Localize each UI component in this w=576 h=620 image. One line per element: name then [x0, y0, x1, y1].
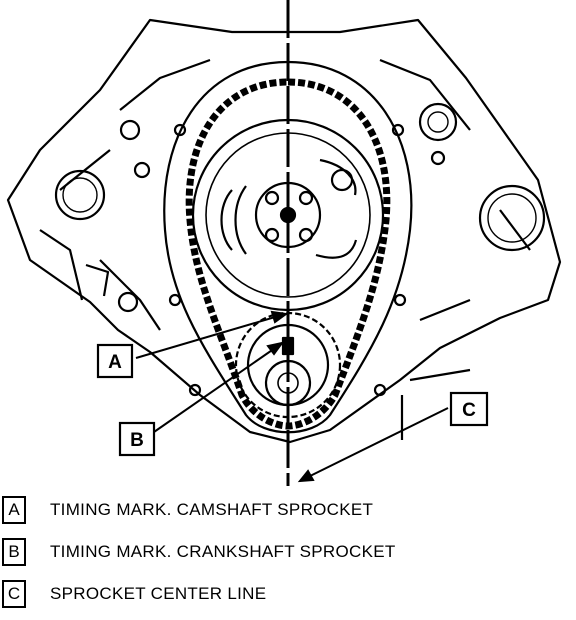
- left-port-large: [54, 169, 106, 221]
- camshaft-bolt-3: [264, 227, 280, 243]
- legend-key-b: B: [2, 538, 26, 566]
- left-bolt-4: [173, 123, 187, 137]
- leader-arrow-c: [297, 469, 315, 483]
- camshaft-slot-right: [315, 158, 358, 259]
- right-port-large: [478, 184, 546, 252]
- engine-block-outline: [6, 18, 562, 444]
- left-bolt-6: [188, 383, 202, 397]
- right-bolt-3: [391, 123, 405, 137]
- right-bolt-2: [430, 150, 446, 166]
- legend-row-c: C SPROCKET CENTER LINE: [0, 577, 266, 611]
- camshaft-slot-left: [220, 185, 247, 255]
- left-bracket: [39, 229, 110, 301]
- legend-row-a: A TIMING MARK. CAMSHAFT SPROCKET: [0, 493, 373, 527]
- legend-row-b: B TIMING MARK. CRANKSHAFT SPROCKET: [0, 535, 396, 569]
- left-bolt-1: [119, 119, 141, 141]
- engine-block-inner-right: [379, 58, 531, 322]
- timing-chain: [185, 78, 391, 430]
- left-port-large-inner: [62, 177, 98, 213]
- right-port-large-inner: [487, 193, 537, 243]
- left-bolt-2: [133, 161, 151, 179]
- camshaft-bolt-1: [264, 190, 280, 206]
- callout-c: C: [449, 391, 489, 427]
- callout-a-label: A: [108, 352, 122, 373]
- legend-key-a: A: [2, 496, 26, 524]
- leader-line-b: [153, 345, 279, 433]
- right-bolt-1: [418, 102, 458, 142]
- left-bolt-3: [117, 291, 139, 313]
- legend-text-a: TIMING MARK. CAMSHAFT SPROCKET: [50, 500, 374, 519]
- leader-arrow-a: [270, 310, 289, 324]
- left-bolt-5: [168, 293, 182, 307]
- leader-line-a: [135, 314, 283, 359]
- right-bracket: [400, 368, 471, 440]
- camshaft-bolt-2: [298, 190, 314, 206]
- leader-line-c: [305, 407, 449, 479]
- leader-arrow-b: [266, 341, 285, 356]
- callout-b: B: [118, 421, 156, 457]
- right-bolt-4: [393, 293, 407, 307]
- camshaft-bolt-4: [298, 227, 314, 243]
- legend-text-b: TIMING MARK. CRANKSHAFT SPROCKET: [50, 542, 396, 561]
- legend-key-c: C: [2, 580, 26, 608]
- camshaft-dowel: [330, 168, 354, 192]
- right-bolt-5: [373, 383, 387, 397]
- timing-chain-diagram: A B C: [6, 0, 562, 486]
- callout-a: A: [96, 343, 134, 379]
- right-bolt-1-inner: [427, 111, 449, 133]
- callout-c-label: C: [462, 400, 476, 421]
- legend-text-c: SPROCKET CENTER LINE: [50, 584, 267, 603]
- callout-b-label: B: [130, 430, 144, 451]
